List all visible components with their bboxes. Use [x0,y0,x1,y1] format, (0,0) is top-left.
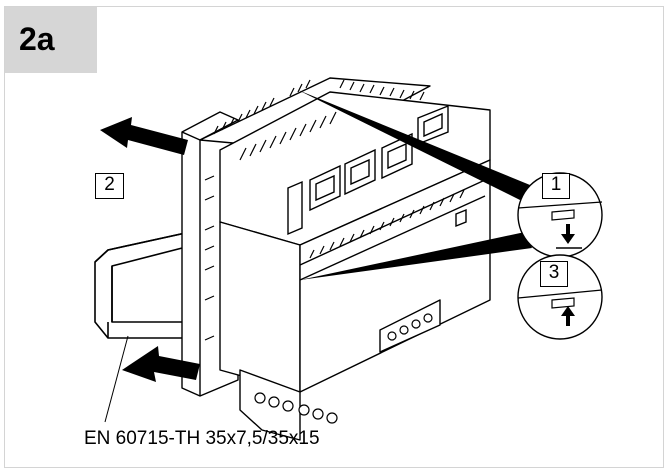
arrow-up-icon [561,306,575,326]
figure-tag: 2a [5,7,97,73]
step-label-1: 1 [542,173,570,199]
network-ports [287,104,467,236]
arrow-icon [100,117,200,382]
terminal-screws [254,313,433,424]
figure-tag-text: 2a [19,21,55,57]
rail-leader-line [104,335,129,423]
callout-detail-3 [517,254,603,340]
step-label-2: 2 [95,173,124,199]
rail-standard-caption: EN 60715-TH 35x7,5/35x15 [84,428,320,449]
step-label-3: 3 [540,261,568,287]
din-rail [94,231,191,339]
vent-slots [204,79,465,341]
callout-leaders [298,90,532,280]
arrow-down-icon [561,224,575,244]
